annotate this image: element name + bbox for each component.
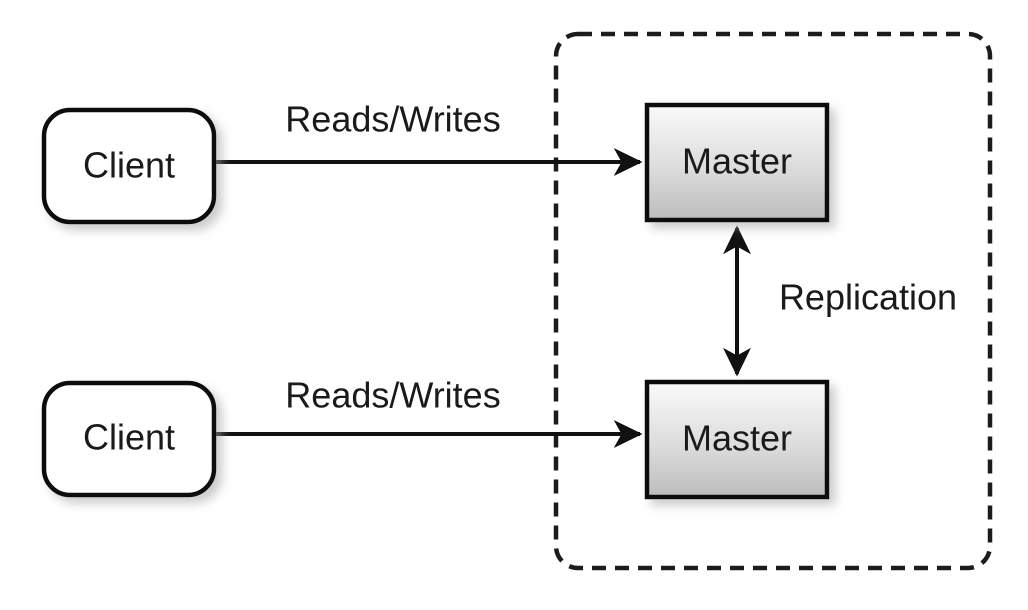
master-top-shape [644, 102, 830, 223]
edge-client-top-to-master-top: Reads/Writes [214, 99, 643, 176]
client-bottom-shape [41, 380, 217, 498]
edge-label-replication: Replication [779, 277, 957, 318]
edge-label-reads-writes-bottom: Reads/Writes [285, 375, 500, 416]
node-label-client-bottom: Client [83, 417, 175, 458]
node-client-top[interactable] [41, 107, 217, 225]
node-label-master-bottom: Master [682, 418, 792, 459]
edge-client-bottom-to-master-bottom: Reads/Writes [214, 375, 643, 448]
node-label-master-top: Master [682, 141, 792, 182]
client-top-shape [41, 107, 217, 225]
master-bottom-shape [644, 379, 830, 500]
node-client-bottom[interactable] [41, 380, 217, 498]
edge-label-reads-writes-top: Reads/Writes [285, 99, 500, 140]
replication-cluster-boundary [553, 31, 993, 571]
node-master-bottom[interactable] [644, 379, 830, 500]
node-label-client-top: Client [83, 145, 175, 186]
node-master-top[interactable] [644, 102, 830, 223]
edge-replication: Replication [723, 225, 957, 377]
